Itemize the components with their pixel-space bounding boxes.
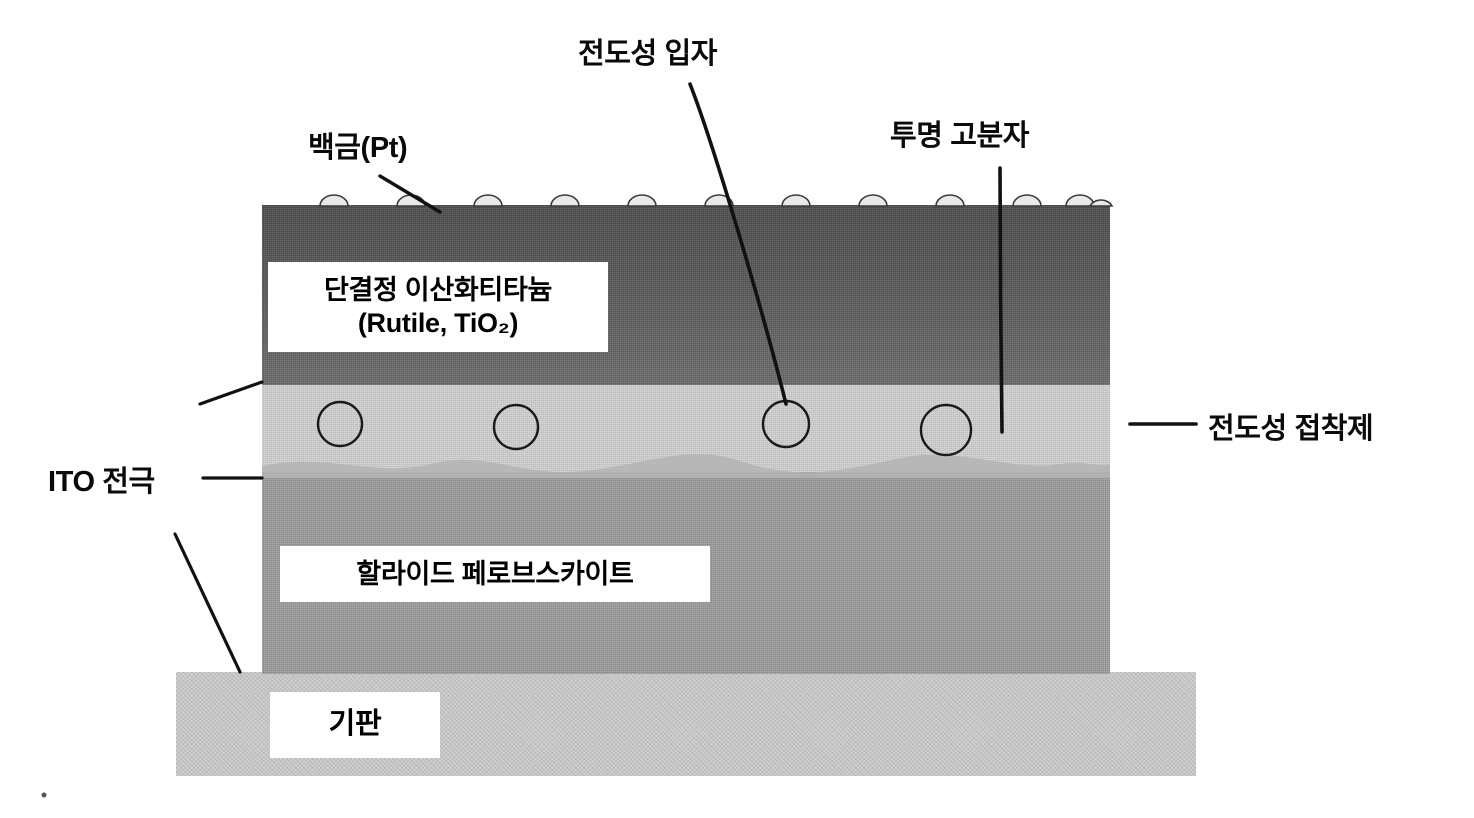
callout-substrate: 기판 xyxy=(270,692,440,758)
label-transparent-polymer: 투명 고분자 xyxy=(890,120,1030,152)
leader-ito-to-substrate xyxy=(173,532,242,674)
callout-tio2: 단결정 이산화티타늄 (Rutile, TiO₂) xyxy=(268,262,608,352)
scan-artifact-dot xyxy=(41,792,47,798)
callout-substrate-line1: 기판 xyxy=(328,708,382,741)
callout-perovskite: 할라이드 페로브스카이트 xyxy=(280,546,710,602)
label-platinum: 백금(Pt) xyxy=(308,132,408,164)
layer-conductive-adhesive xyxy=(262,378,1110,472)
layer-substrate xyxy=(176,672,1196,776)
callout-perovskite-line1: 할라이드 페로브스카이트 xyxy=(356,558,634,589)
callout-tio2-line2: (Rutile, TiO₂) xyxy=(357,308,519,338)
label-conductive-adhesive: 전도성 접착제 xyxy=(1208,413,1374,445)
label-conductive-particle: 전도성 입자 xyxy=(578,38,718,70)
label-ito-electrode: ITO 전극 xyxy=(48,466,155,498)
leader-adhesive-left-tick xyxy=(198,380,264,406)
callout-tio2-line1: 단결정 이산화티타늄 xyxy=(323,275,553,306)
